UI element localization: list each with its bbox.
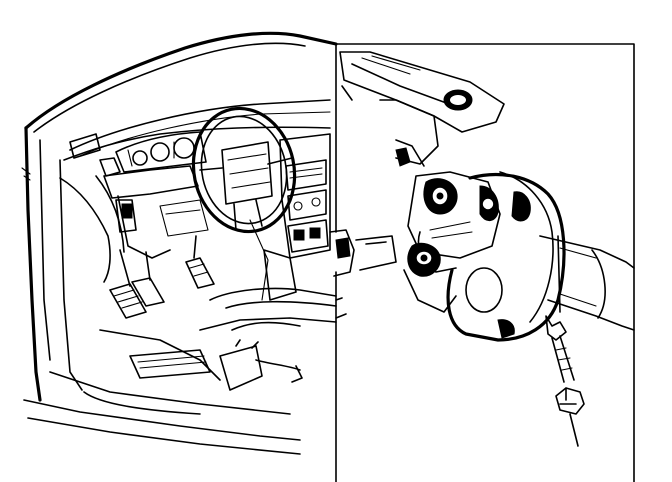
gauge-center <box>150 142 170 162</box>
interior-overview-panel <box>21 31 397 455</box>
dash-switch <box>121 203 133 219</box>
gauge-left <box>132 150 148 166</box>
floor-and-sill <box>99 321 303 391</box>
hex-nut <box>555 387 585 415</box>
column-housing <box>446 171 635 342</box>
center-console <box>249 133 331 301</box>
console-button <box>309 227 321 239</box>
column-shaft-and-nut <box>545 315 585 447</box>
pedals <box>109 235 215 319</box>
steering-wheel <box>191 106 297 234</box>
seat <box>199 287 337 331</box>
console-button <box>293 229 305 241</box>
accelerator-pedal <box>185 257 215 289</box>
brake-pedal <box>109 283 147 319</box>
clutch-pedal <box>131 277 165 307</box>
universal-joint <box>403 171 501 313</box>
housing-boss <box>465 267 503 313</box>
steering-column-detail-panel <box>335 43 635 482</box>
gauge-right <box>173 137 195 159</box>
door-frame <box>21 31 338 455</box>
mounting-bracket <box>339 51 505 167</box>
detail-frame-top-right <box>335 43 635 482</box>
column-stub <box>329 229 397 277</box>
